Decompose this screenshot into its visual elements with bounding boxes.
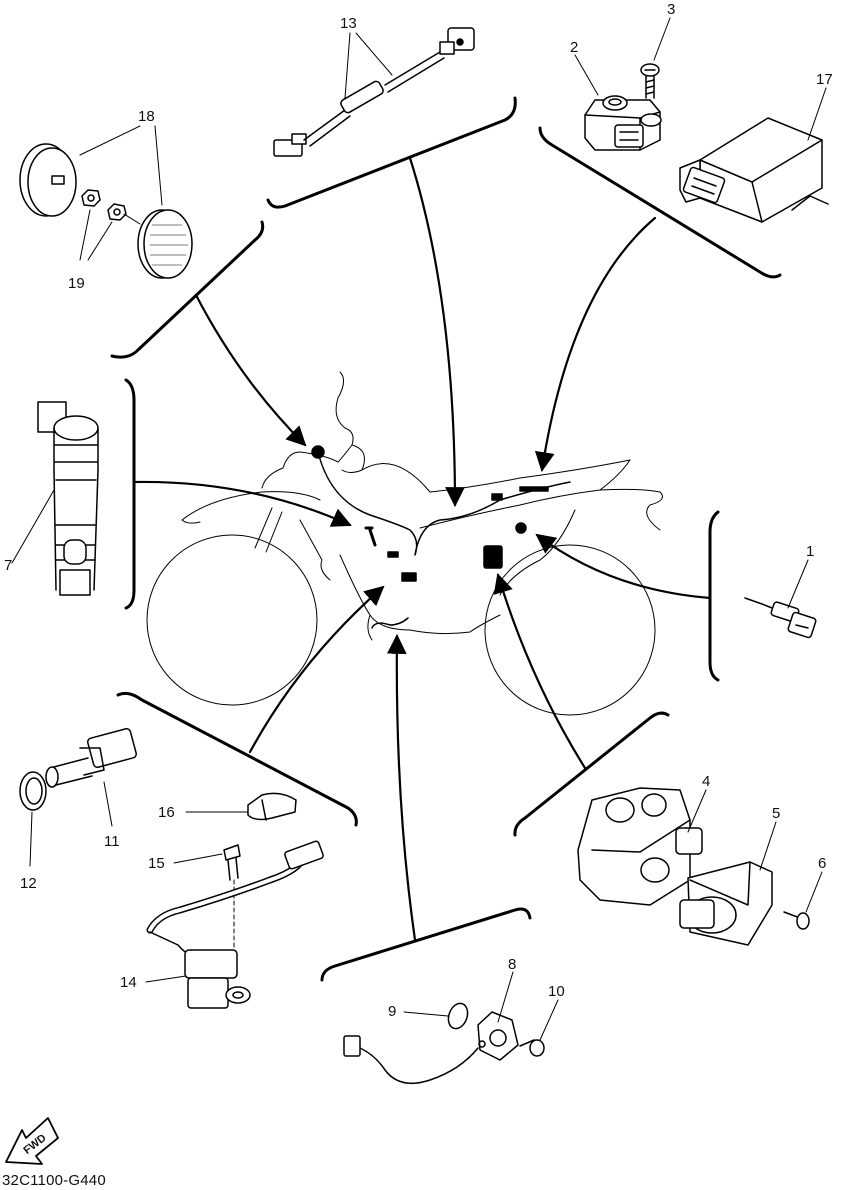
part-label-6: 6: [818, 855, 826, 872]
part-label-3: 3: [667, 1, 675, 18]
part-label-7: 7: [4, 557, 12, 574]
arrow-8-10: [386, 634, 417, 942]
part-label-19: 19: [68, 275, 85, 292]
sensor-2: [584, 95, 662, 151]
leader-1: [787, 559, 809, 609]
bracket-4-6: [513, 711, 670, 837]
leader-10: [539, 999, 559, 1041]
reflector-18-right: [137, 209, 193, 279]
arrow-1: [535, 533, 712, 600]
arrow-11-16: [248, 585, 385, 754]
leader-14: [145, 975, 187, 983]
part-label-12: 12: [20, 875, 37, 892]
central-wire-2: [364, 526, 377, 547]
part-label-5: 5: [772, 805, 780, 822]
bracket-8-10: [320, 907, 532, 982]
reference-code: 32C1100-G440: [2, 1172, 106, 1189]
front-wheel: [146, 534, 318, 706]
part-label-18: 18: [138, 108, 155, 125]
central-wire: [317, 451, 571, 556]
part-label-13: 13: [340, 15, 357, 32]
part-label-11: 11: [104, 833, 120, 850]
wire-lead-13: [273, 27, 475, 157]
rear-wheel: [484, 544, 656, 716]
sensor-14: [146, 840, 324, 1009]
washer-12: [19, 771, 47, 811]
leader-17: [807, 87, 827, 141]
bracket-7: [124, 378, 136, 610]
leader-2: [574, 54, 599, 96]
part-label-2: 2: [570, 39, 578, 56]
reflector-18-left: [19, 143, 77, 217]
part-label-15: 15: [148, 855, 165, 872]
bolt-15: [223, 844, 241, 881]
o-ring-9: [447, 1002, 469, 1030]
part-labels: 1 2 3 4 5 6 7 8 9 10 11 12 13 14 15 16 1…: [4, 1, 833, 1020]
part-label-16: 16: [158, 804, 175, 821]
bracket-1: [708, 510, 720, 682]
leader-3: [653, 17, 671, 61]
bracket-13: [266, 96, 517, 209]
leader-13: [344, 32, 393, 99]
leader-6: [805, 871, 823, 913]
leader-18: [79, 125, 163, 206]
leader-19: [79, 209, 113, 261]
arrow-4-6: [493, 573, 587, 770]
part-label-8: 8: [508, 956, 516, 973]
sensor-11: [45, 727, 137, 788]
sensor-1: [744, 597, 817, 639]
leader-9: [403, 1011, 449, 1017]
throttle-body-4: [577, 787, 703, 906]
arrow-2-17: [534, 216, 657, 472]
leader-12: [29, 811, 33, 867]
leader-15: [173, 853, 223, 864]
part-label-9: 9: [388, 1003, 396, 1020]
screw-3: [640, 63, 660, 99]
screw-6: [783, 911, 810, 930]
leader-11: [103, 781, 113, 827]
leader-5: [759, 821, 777, 871]
clamp-16: [247, 792, 297, 821]
ignition-coil-7: [37, 401, 99, 596]
motorcycle-outline: [146, 371, 663, 716]
part-label-10: 10: [548, 983, 565, 1000]
fwd-arrow-icon: [5, 1117, 59, 1165]
arrow-13: [408, 156, 465, 507]
leader-7: [11, 489, 55, 564]
leader-4: [687, 789, 707, 833]
leader-8: [497, 971, 514, 1023]
central-wire-3: [371, 617, 409, 629]
part-label-4: 4: [702, 773, 710, 790]
bracket-11-16: [116, 691, 358, 827]
sensor-5: [679, 861, 773, 946]
arrow-7: [132, 480, 352, 527]
part-label-14: 14: [120, 974, 137, 991]
arrow-18-19: [194, 293, 307, 447]
part-label-17: 17: [816, 71, 833, 88]
sensor-8: [343, 1011, 519, 1085]
bracket-2-17: [538, 126, 782, 279]
central-components: [311, 445, 549, 582]
bolt-10: [519, 1039, 545, 1057]
nuts-19: [81, 189, 141, 225]
part-label-1: 1: [806, 543, 814, 560]
ecu-17: [679, 117, 829, 223]
